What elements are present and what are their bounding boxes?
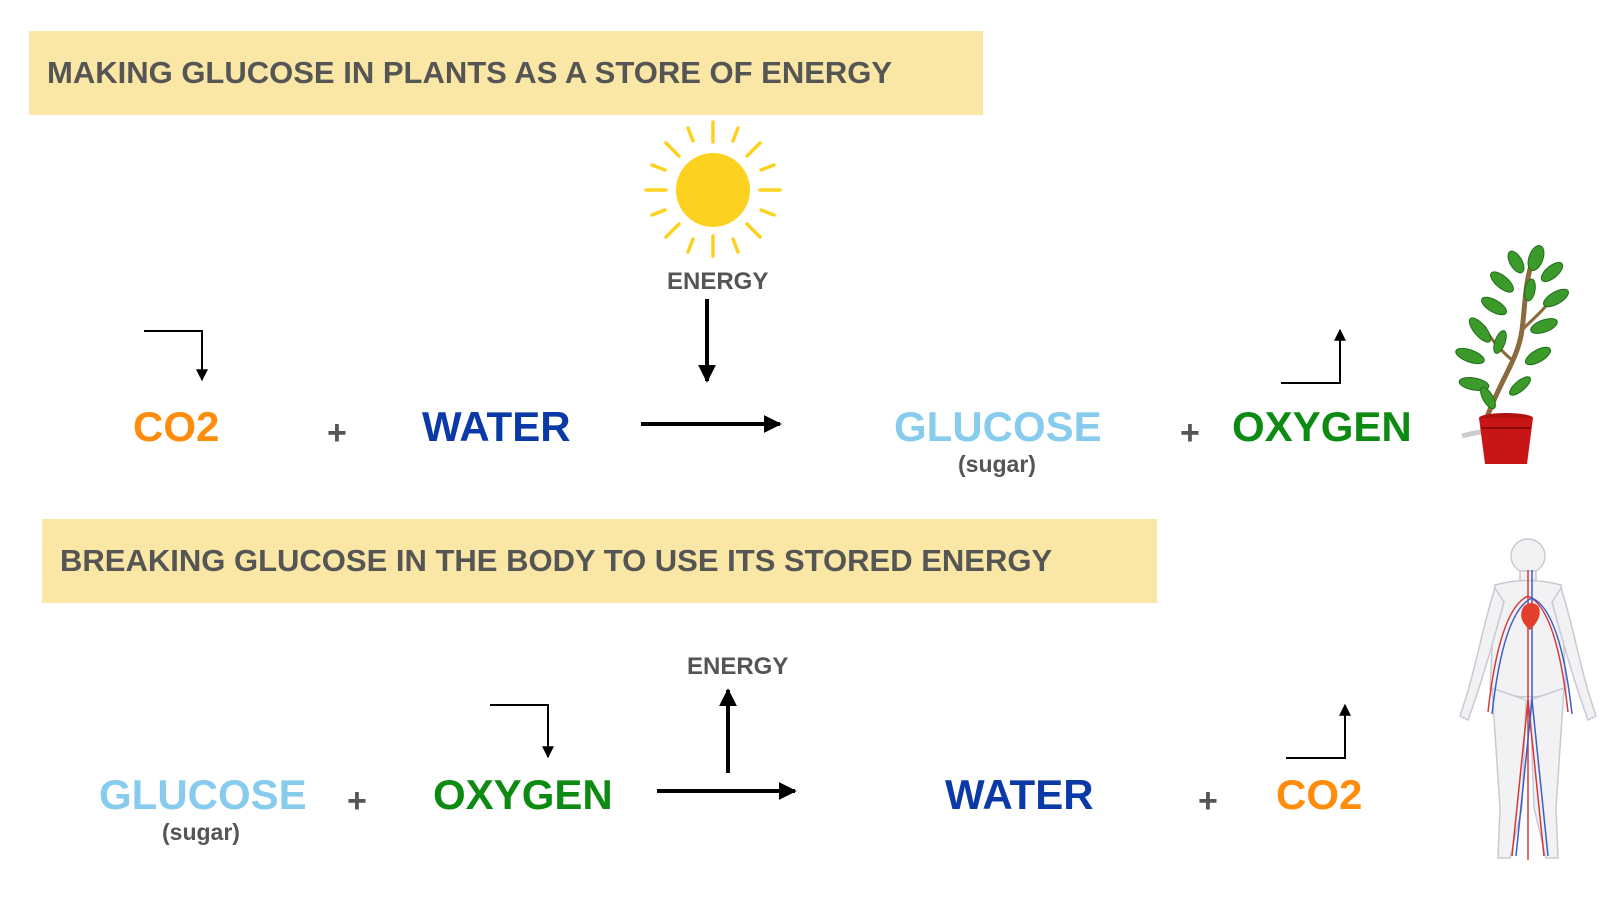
glucose-reactant: GLUCOSE	[99, 771, 307, 818]
glucose-product: GLUCOSE	[894, 403, 1102, 450]
sun-icon	[644, 120, 782, 258]
oxygen-output-arrow	[1281, 328, 1346, 384]
co2-product: CO2	[1276, 771, 1363, 818]
water-product: WATER	[945, 771, 1094, 818]
oxygen-product: OXYGEN	[1232, 403, 1412, 450]
co2-input-arrow	[144, 330, 208, 382]
water-reactant: WATER	[422, 403, 571, 450]
co2-reactant: CO2	[133, 403, 220, 450]
energy-label-2: ENERGY	[687, 653, 789, 680]
photosynthesis-heading: MAKING GLUCOSE IN PLANTS AS A STORE OF E…	[29, 31, 983, 115]
oxygen-reactant: OXYGEN	[433, 771, 613, 818]
plus-sign: +	[347, 782, 367, 820]
oxygen-input-arrow	[490, 704, 554, 759]
respiration-heading: BREAKING GLUCOSE IN THE BODY TO USE ITS …	[42, 519, 1157, 603]
plus-sign: +	[327, 414, 347, 452]
plus-sign: +	[1180, 414, 1200, 452]
human-body-icon	[1459, 538, 1597, 860]
glucose-note: (sugar)	[958, 451, 1036, 477]
glucose-note: (sugar)	[162, 819, 240, 845]
energy-label-1: ENERGY	[667, 268, 769, 295]
plant-icon	[1455, 245, 1569, 464]
plus-sign: +	[1198, 782, 1218, 820]
co2-output-arrow	[1286, 703, 1351, 759]
